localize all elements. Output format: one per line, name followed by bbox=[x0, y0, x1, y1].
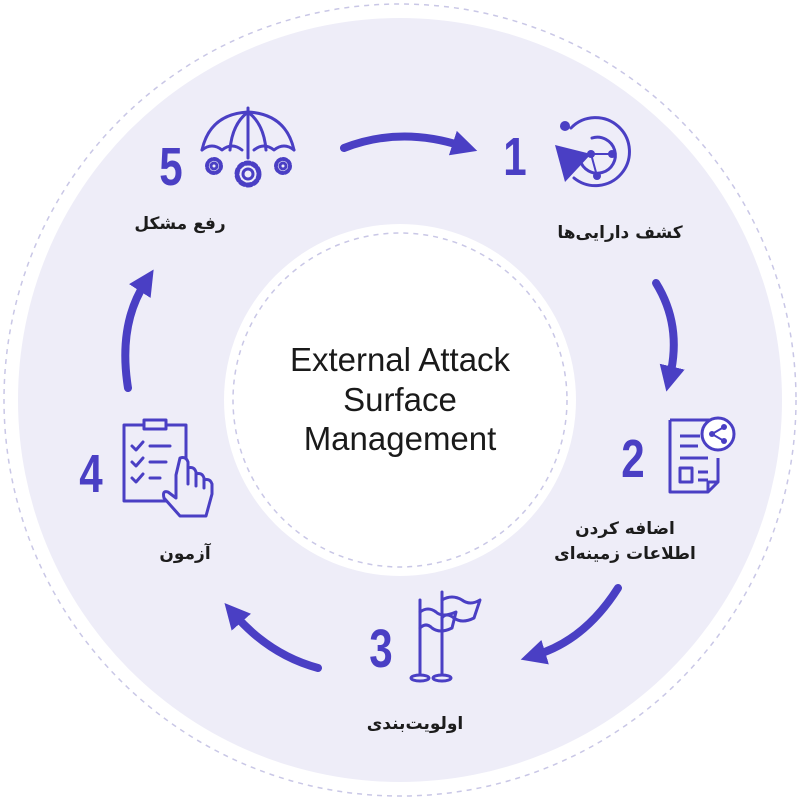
center-title-line2: Surface bbox=[343, 380, 457, 418]
flags-icon bbox=[409, 590, 482, 683]
stage-3-label: اولویت‌بندی bbox=[366, 714, 464, 734]
center-title-line3: Management bbox=[303, 420, 497, 458]
stage-4-label: آزمون bbox=[159, 544, 211, 564]
stage-2-label: اضافه کردن اطلاعات زمینه‌ای bbox=[540, 517, 710, 566]
radar-icon bbox=[555, 116, 631, 188]
stage-3-number: 3 bbox=[369, 619, 393, 679]
stage-4-number: 4 bbox=[79, 444, 103, 504]
checklist-touch-icon bbox=[122, 418, 214, 518]
shared-document-icon bbox=[668, 416, 736, 494]
stage-2-label-line1: اضافه کردن bbox=[575, 519, 675, 539]
arrow-1-to-2 bbox=[652, 279, 685, 392]
stage-2-number: 2 bbox=[621, 429, 645, 489]
stage-5-number: 5 bbox=[159, 137, 183, 197]
arrow-3-to-4 bbox=[224, 602, 322, 672]
stage-1-number: 1 bbox=[503, 127, 527, 187]
center-title-line1: External Attack bbox=[289, 341, 511, 378]
umbrella-gears-icon bbox=[200, 106, 296, 188]
center-title: External Attack Surface Management bbox=[250, 340, 550, 459]
stage-1-label: کشف دارایی‌ها bbox=[557, 223, 683, 243]
arrow-2-to-3 bbox=[520, 584, 622, 665]
arrow-4-to-5 bbox=[121, 269, 154, 392]
stage-2-label-line2: اطلاعات زمینه‌ای bbox=[554, 543, 696, 564]
stage-5-label: رفع مشکل bbox=[134, 214, 226, 234]
inner-white-circle bbox=[224, 224, 576, 576]
outer-dashed-ring bbox=[3, 3, 797, 797]
inner-dashed-ring bbox=[232, 232, 568, 568]
arrow-5-to-1 bbox=[340, 130, 478, 156]
